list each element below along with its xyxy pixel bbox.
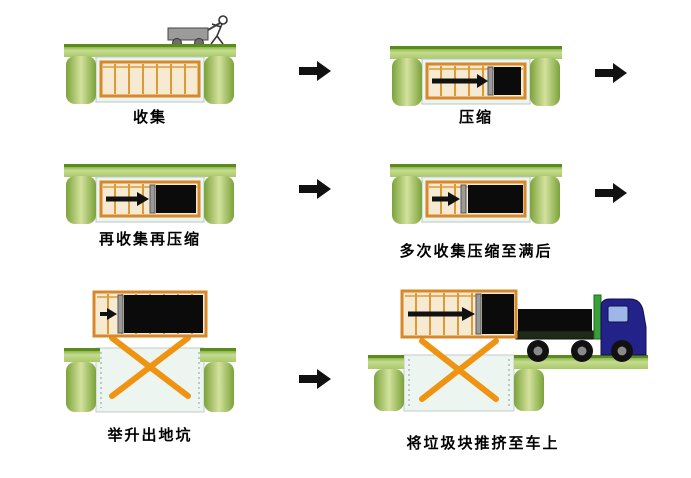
pillar-right [204,56,234,104]
push-arrow-icon [100,308,117,320]
scissor-lift [419,338,499,402]
waste-container [99,60,201,98]
waste-block [468,185,523,213]
step-label-recompress: 再收集再压缩 [98,232,201,248]
waste-block [482,294,514,334]
step-label-truck: 将垃圾块推挤至车上 [406,436,560,452]
pillar-left [66,56,96,104]
pillar-left [392,176,422,224]
flow-arrow-icon [298,60,332,87]
truck-headboard [593,294,602,340]
ground [64,164,236,177]
pillar-right [204,176,234,224]
panel-lift-illustration [64,288,236,414]
ground [64,44,236,57]
panel-truck-illustration [368,285,648,413]
pillar-left [392,58,422,106]
pillar-right [204,362,234,412]
flow-arrow-icon [298,368,332,395]
ground [64,348,236,362]
pillar-left [374,369,404,411]
pillar-left [66,362,96,412]
waste-container [400,289,518,339]
ground [390,164,562,177]
truck-window [607,305,629,323]
flow-arrow-icon [594,182,628,209]
truck-load [518,309,592,331]
push-arrow-icon [106,192,149,206]
piston-plate [475,293,482,335]
step-label-full: 多次收集压缩至满后 [399,244,553,260]
pillar-left [66,176,96,224]
piston-plate [149,184,156,214]
waste-container [92,290,208,338]
pit [95,347,205,413]
truck [515,294,647,362]
piston-plate [117,294,124,334]
cart [167,22,221,48]
pillar-right [530,58,560,106]
panel-recompress-illustration [64,164,236,226]
ground [390,46,562,59]
step-label-compress: 压缩 [458,110,493,126]
flow-arrow-icon [298,178,332,205]
pit [403,354,515,412]
truck-bed [515,330,597,340]
panel-collect-illustration [64,14,236,106]
step-label-collect: 收集 [132,110,167,126]
truck-wheels [527,340,633,362]
panel-compress-illustration [390,46,562,108]
step-label-lift: 举升出地坑 [107,428,193,444]
waste-block [156,185,196,213]
push-arrow-icon [432,74,488,88]
scissor-lift [109,335,191,399]
push-arrow-icon [408,307,475,321]
piston-plate [487,66,494,96]
push-arrow-icon [432,192,460,206]
piston-plate [460,184,467,214]
pillar-right [530,176,560,224]
panel-full-illustration [390,164,562,226]
waste-block [124,295,203,333]
waste-block [494,67,521,95]
flow-arrow-icon [594,62,628,89]
worker-figure [210,15,228,45]
pillar-right [514,369,544,411]
